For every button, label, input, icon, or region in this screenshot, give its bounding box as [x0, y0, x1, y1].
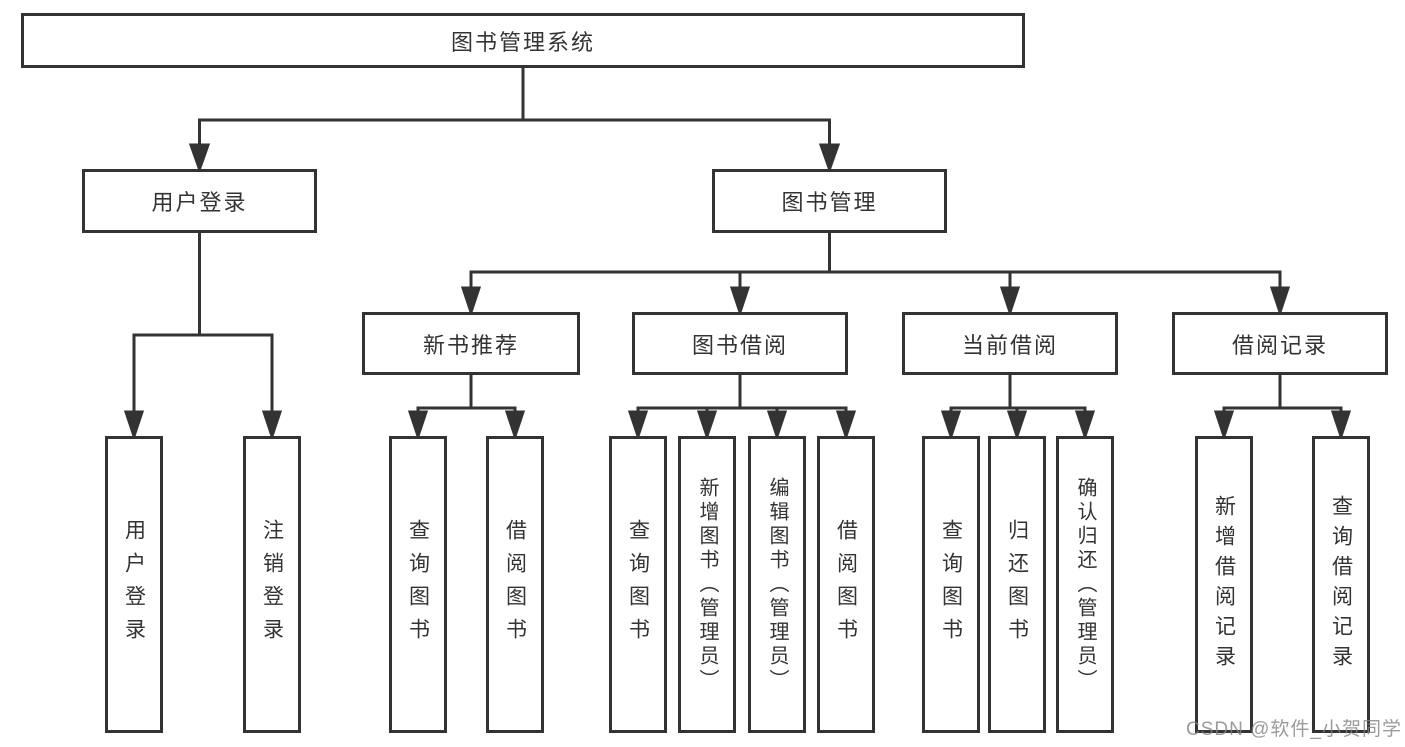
leaf-borrow-books-recommend: 借阅图书	[486, 436, 544, 733]
leaf-add-books-admin: 新增图书（管理员）	[678, 436, 736, 733]
node-new-book-recommend: 新书推荐	[362, 312, 580, 375]
node-label: 新书推荐	[422, 332, 519, 358]
csdn-watermark: CSDN @软件_小贺同学	[1186, 719, 1402, 740]
leaf-label: 新增图书（管理员）	[696, 476, 718, 693]
node-label: 用户登录	[151, 190, 248, 215]
leaf-label: 新增借阅记录	[1212, 494, 1236, 675]
node-current-borrow: 当前借阅	[902, 312, 1118, 375]
node-book-management: 图书管理	[712, 169, 947, 233]
node-library-management-system: 图书管理系统	[21, 13, 1025, 68]
leaf-logout: 注销登录	[243, 436, 301, 733]
leaf-label: 归还图书	[1005, 518, 1029, 651]
edge-user-login-to-leaves	[123, 233, 283, 441]
node-label: 当前借阅	[961, 332, 1058, 358]
leaf-label: 借阅图书	[503, 518, 527, 651]
edge-root-to-level2	[188, 68, 841, 174]
node-label: 借阅记录	[1231, 332, 1328, 358]
node-user-login: 用户登录	[82, 169, 317, 233]
leaf-label: 确认归还（管理员）	[1074, 476, 1096, 693]
edge-book-borrow-to-leaves	[627, 375, 857, 441]
leaf-add-borrow-record: 新增借阅记录	[1195, 436, 1253, 733]
leaf-label: 注销登录	[260, 518, 284, 651]
leaf-label: 用户登录	[122, 518, 146, 651]
leaf-return-books: 归还图书	[988, 436, 1046, 733]
leaf-query-books-recommend: 查询图书	[389, 436, 447, 733]
leaf-confirm-return-admin: 确认归还（管理员）	[1056, 436, 1114, 733]
leaf-label: 编辑图书（管理员）	[766, 476, 788, 693]
edge-new-book-recommend-to-leaves	[407, 375, 526, 441]
node-label: 图书借阅	[691, 332, 788, 358]
edge-book-management-to-level3	[460, 233, 1291, 317]
leaf-query-borrow-record: 查询借阅记录	[1312, 436, 1370, 733]
leaf-borrow-books: 借阅图书	[817, 436, 875, 733]
edge-borrow-records-to-leaves	[1213, 375, 1352, 441]
node-label: 图书管理系统	[450, 29, 595, 55]
leaf-edit-books-admin: 编辑图书（管理员）	[748, 436, 806, 733]
leaf-query-books-borrow: 查询图书	[609, 436, 667, 733]
node-borrow-records: 借阅记录	[1172, 312, 1388, 375]
leaf-label: 查询图书	[939, 518, 963, 651]
leaf-label: 查询图书	[406, 518, 430, 651]
edge-current-borrow-to-leaves	[940, 375, 1096, 441]
leaf-label: 查询借阅记录	[1329, 494, 1353, 675]
leaf-label: 查询图书	[626, 518, 650, 651]
leaf-label: 借阅图书	[834, 518, 858, 651]
node-label: 图书管理	[781, 190, 878, 215]
leaf-user-login: 用户登录	[105, 436, 163, 733]
leaf-query-books-current: 查询图书	[922, 436, 980, 733]
node-book-borrow: 图书借阅	[632, 312, 848, 375]
